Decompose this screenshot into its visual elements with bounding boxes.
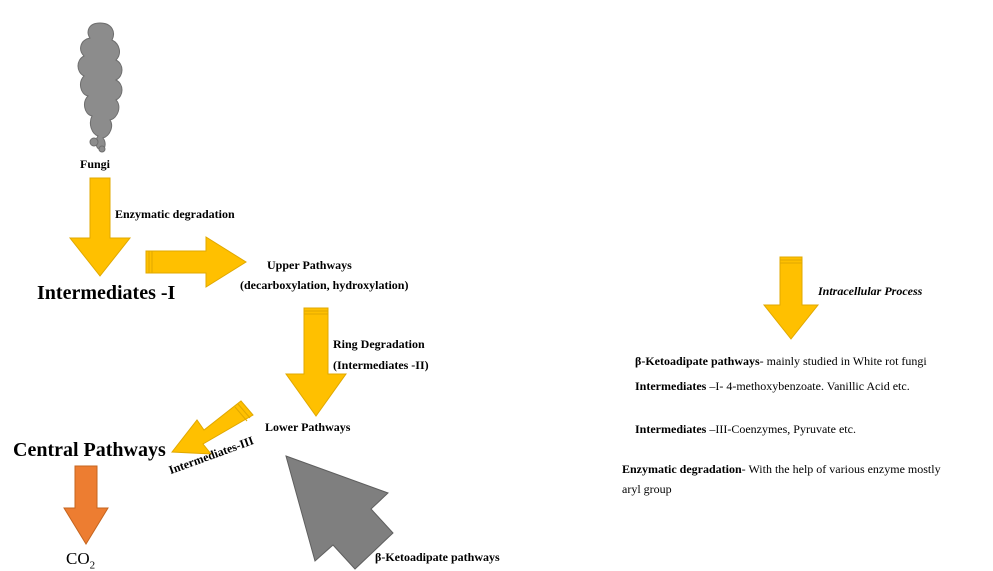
- upper-pathways-detail: (decarboxylation, hydroxylation): [240, 278, 409, 292]
- lower-pathways-label: Lower Pathways: [265, 420, 351, 434]
- note-enzymatic: Enzymatic degradation- With the help of …: [622, 462, 941, 476]
- upper-pathways-label: Upper Pathways: [267, 258, 352, 272]
- intermediates-1-label: Intermediates -I: [37, 282, 176, 304]
- arrow-intracellular: [762, 256, 820, 340]
- arrow-to-upper-pathways: [145, 236, 247, 288]
- intermediates-2-label: (Intermediates -II): [333, 358, 429, 372]
- fungi-blob-icon: [77, 22, 123, 153]
- note-enzymatic-cont: aryl group: [622, 482, 672, 496]
- co2-label: CO2: [66, 549, 96, 571]
- arrow-upper-to-lower: [285, 307, 347, 417]
- arrow-fungi-to-intermediates: [68, 177, 132, 277]
- note-intermediates-1: Intermediates –I- 4-methoxybenzoate. Van…: [635, 379, 910, 393]
- ketoadipate-gray-arrow: [285, 455, 394, 570]
- note-intermediates-3: Intermediates –III-Coenzymes, Pyruvate e…: [635, 422, 856, 436]
- ring-degradation-label: Ring Degradation: [333, 337, 425, 351]
- central-pathways-label: Central Pathways: [13, 439, 166, 461]
- ketoadipate-pathways-label: β-Ketoadipate pathways: [375, 550, 500, 564]
- arrow-central-to-co2: [63, 465, 109, 545]
- intracellular-process-label: Intracellular Process: [818, 284, 923, 298]
- note-ketoadipate: β-Ketoadipate pathways- mainly studied i…: [635, 354, 927, 368]
- enzymatic-degradation-label: Enzymatic degradation: [115, 207, 235, 221]
- fungi-label: Fungi: [80, 157, 111, 171]
- arrow-lower-to-central: [171, 400, 254, 455]
